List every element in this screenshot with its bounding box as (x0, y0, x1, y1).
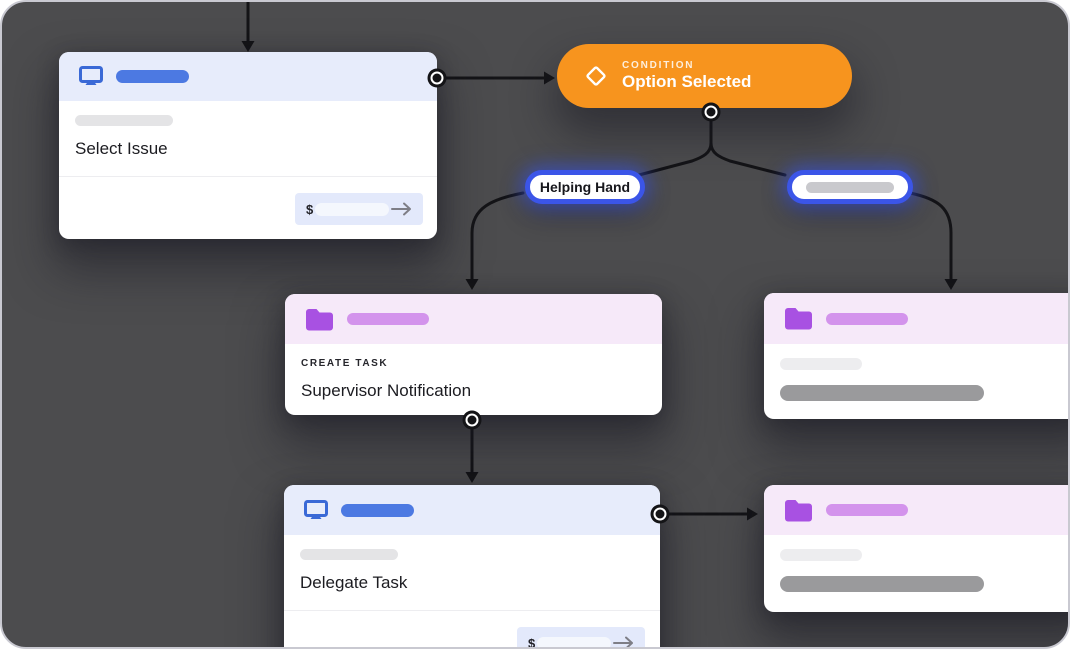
select-issue-dollar-input[interactable]: $ (295, 193, 423, 225)
delegate-card-footer (284, 610, 660, 647)
select-issue-card-footer (59, 176, 437, 239)
arrowhead-into-supervisor (465, 279, 479, 290)
wire-right-branch-down (908, 191, 953, 282)
arrowhead-into-condition (544, 71, 555, 85)
placeholder-bar (75, 115, 173, 126)
placeholder-bar (780, 385, 984, 401)
wire-condition-split (637, 118, 787, 177)
bottom-right-card[interactable] (764, 485, 1068, 612)
branch-label-placeholder[interactable] (787, 170, 913, 204)
bottom-right-card-header (764, 485, 1068, 535)
select-issue-title: Select Issue (75, 139, 168, 158)
placeholder-bar (806, 181, 894, 193)
supervisor-output-port[interactable] (465, 413, 479, 427)
select-issue-card-body: Select Issue (59, 101, 437, 159)
select-issue-output-port[interactable] (430, 71, 444, 85)
arrow-right-icon[interactable] (612, 636, 634, 647)
delegate-task-card[interactable]: Delegate Task $ (284, 485, 660, 649)
arrowhead-into-right-middle (944, 279, 958, 290)
arrowhead-into-bottom-right (747, 507, 758, 521)
condition-kicker: CONDITION (622, 60, 695, 71)
monitor-icon (304, 499, 328, 521)
placeholder-bar (341, 503, 414, 517)
delegate-dollar-input[interactable]: $ (517, 627, 645, 649)
delegate-title: Delegate Task (300, 573, 408, 592)
diamond-icon (585, 65, 607, 87)
placeholder-bar (780, 549, 862, 561)
arrow-right-icon[interactable] (390, 202, 412, 216)
supervisor-title: Supervisor Notification (301, 381, 472, 400)
bottom-right-card-body (764, 535, 1068, 592)
placeholder-bar (826, 312, 908, 325)
condition-title: Option Selected (622, 72, 752, 91)
placeholder-bar (315, 202, 390, 216)
branch-label-text: Helping Hand (539, 179, 631, 195)
currency-prefix: $ (306, 201, 314, 217)
wire-helping-to-supervisor (470, 191, 525, 282)
folder-icon (784, 499, 813, 522)
arrowhead-into-select (241, 41, 255, 52)
placeholder-bar (826, 504, 908, 516)
delegate-card-body: Delegate Task (284, 535, 660, 593)
condition-output-port[interactable] (704, 105, 718, 119)
right-middle-card-body (764, 344, 1068, 401)
placeholder-bar (116, 70, 189, 83)
right-middle-card[interactable] (764, 293, 1068, 419)
delegate-output-port[interactable] (653, 507, 667, 521)
placeholder-bar (780, 358, 862, 370)
placeholder-bar (300, 549, 398, 560)
supervisor-notification-card[interactable]: CREATE TASK Supervisor Notification (285, 294, 662, 415)
arrowhead-into-delegate (465, 472, 479, 483)
select-issue-card-header (59, 52, 437, 101)
select-issue-card[interactable]: Select Issue $ (59, 52, 437, 239)
supervisor-card-body: CREATE TASK Supervisor Notification (285, 344, 662, 401)
currency-prefix: $ (528, 635, 536, 649)
placeholder-bar (347, 313, 429, 325)
condition-node[interactable]: CONDITION Option Selected (557, 44, 852, 108)
placeholder-bar (780, 576, 984, 592)
placeholder-bar (537, 636, 612, 647)
delegate-card-header (284, 485, 660, 535)
right-middle-card-header (764, 293, 1068, 344)
monitor-icon (79, 66, 103, 87)
supervisor-kicker: CREATE TASK (301, 358, 389, 369)
folder-icon (305, 308, 334, 331)
folder-icon (784, 307, 813, 330)
supervisor-card-header (285, 294, 662, 344)
branch-label-helping-hand[interactable]: Helping Hand (525, 170, 645, 204)
